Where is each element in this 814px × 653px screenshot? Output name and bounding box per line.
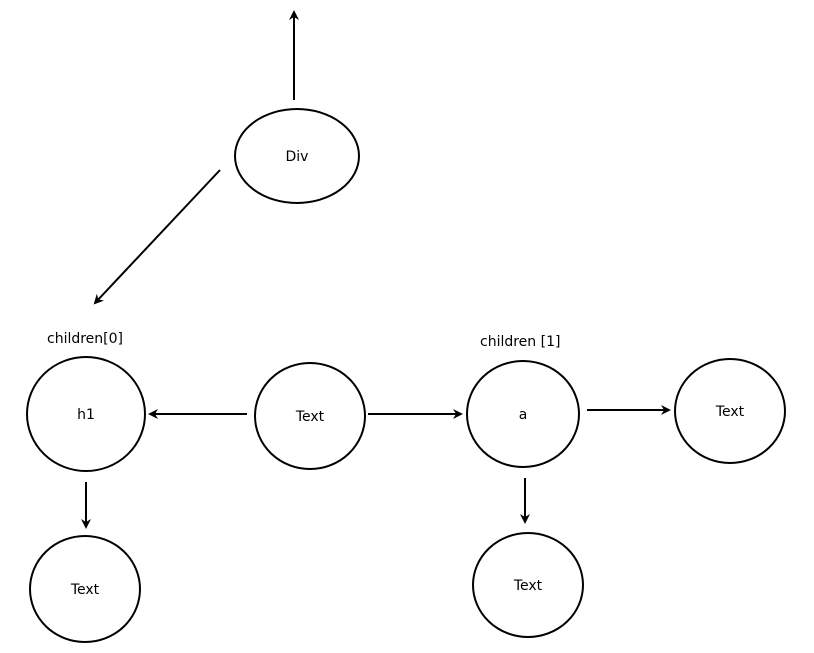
node-text-right-shape (674, 358, 786, 464)
node-a-label: a (519, 407, 528, 423)
annotation-children-0: children[0] (47, 331, 123, 347)
node-text-under-a-label: Text (513, 578, 543, 594)
node-h1-shape (26, 356, 146, 472)
annotation-children-1: children [1] (480, 334, 560, 350)
node-h1-label: h1 (77, 407, 95, 423)
node-div-label: Div (286, 149, 309, 165)
node-text-center-label: Text (295, 409, 325, 425)
node-a: a (466, 360, 580, 468)
node-text-under-a: Text (472, 532, 584, 638)
node-text-right-label: Text (715, 404, 745, 420)
node-h1: h1 (26, 356, 146, 472)
node-text-under-a-shape (472, 532, 584, 638)
node-div-shape (234, 108, 360, 204)
edge-div-to-h1 (93, 169, 221, 305)
node-text-under-h1: Text (29, 535, 141, 643)
node-text-center-shape (254, 362, 366, 470)
node-a-shape (466, 360, 580, 468)
node-text-under-h1-shape (29, 535, 141, 643)
node-text-under-h1-label: Text (70, 582, 100, 598)
node-text-center: Text (254, 362, 366, 470)
node-div: Div (234, 108, 360, 204)
node-text-right: Text (674, 358, 786, 464)
